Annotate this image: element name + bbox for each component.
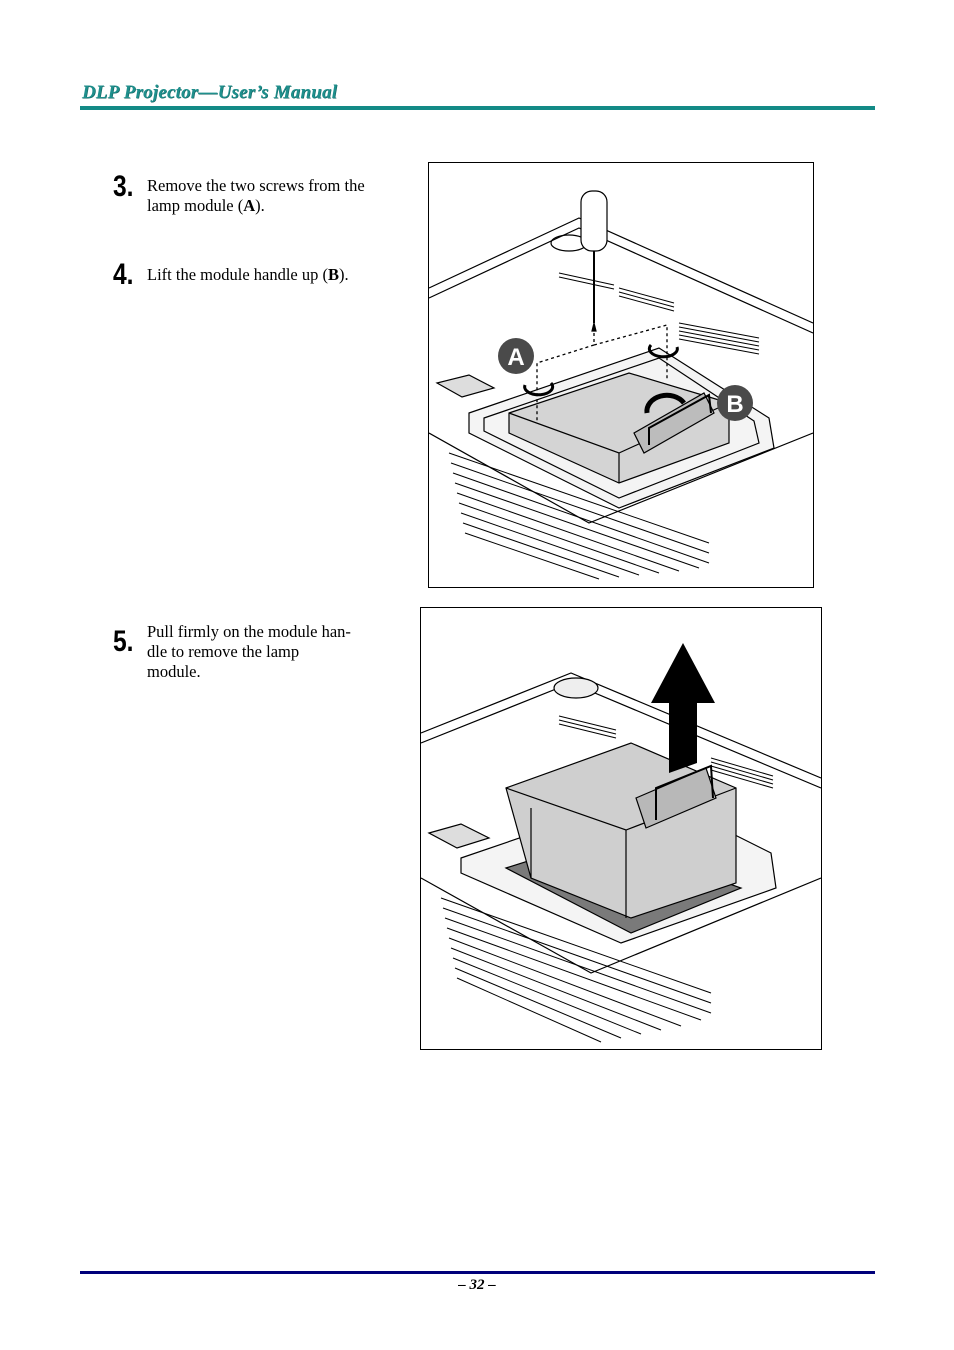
callout-b-badge — [717, 385, 753, 421]
step-4-callout-ref: B — [328, 265, 340, 284]
lamp-removal-illustration — [421, 643, 821, 1043]
step-5-number: 5. — [113, 625, 134, 658]
callout-a-badge — [498, 338, 534, 374]
step-4-number: 4. — [113, 258, 134, 291]
step-3-text: Remove the two screws from the lamp modu… — [147, 176, 387, 216]
step-3-callout-ref: A — [243, 196, 256, 215]
step-4-text-after: ). — [339, 265, 349, 284]
step-4-text-before: Lift the module handle up ( — [147, 265, 328, 284]
figure-remove-screws: A B — [428, 162, 814, 588]
step-3-text-after: ). — [255, 196, 265, 215]
step-4-text: Lift the module handle up (B). — [147, 265, 387, 285]
footer-divider — [80, 1271, 875, 1274]
callout-a-label: A — [507, 344, 524, 371]
step-5-text: Pull firmly on the module han- dle to re… — [147, 622, 351, 681]
pull-up-arrow-icon — [651, 643, 715, 773]
manual-title: DLP Projector—User’s Manual — [82, 82, 338, 103]
page-number: – 32 – — [458, 1277, 496, 1293]
projector-lamp-illustration: A B — [429, 190, 813, 580]
figure-pull-module — [420, 607, 822, 1050]
step-3-text-before: Remove the two screws from the lamp modu… — [147, 176, 365, 215]
step-3-number: 3. — [113, 170, 134, 203]
callout-b-label: B — [726, 391, 743, 418]
header-divider — [80, 106, 875, 110]
